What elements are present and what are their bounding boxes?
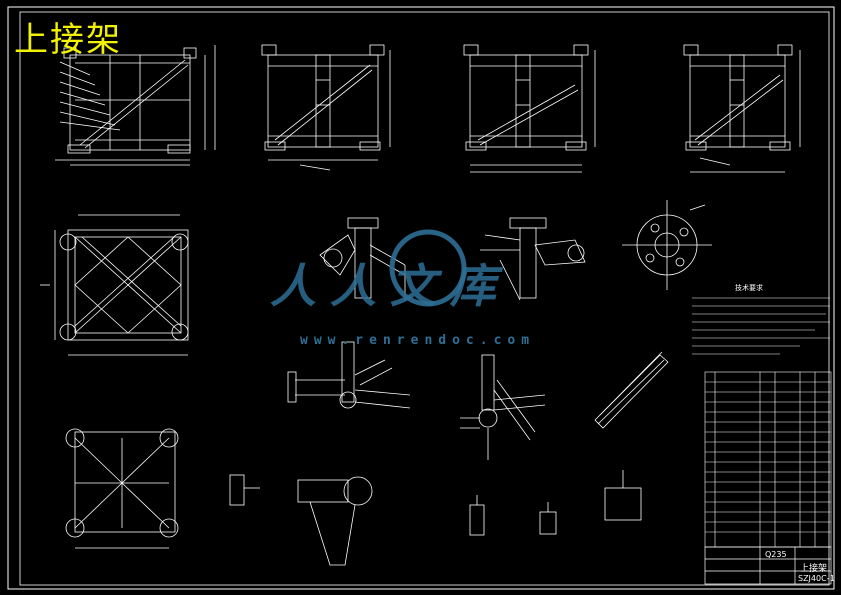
technical-notes xyxy=(692,297,830,355)
title-block-drawing-no: SZJ40C-1 xyxy=(798,574,835,583)
watermark-brand: 人人文库 xyxy=(270,259,510,313)
base-plan-view xyxy=(65,428,179,549)
drawing-title: 上接架 xyxy=(14,20,122,60)
front-elevation-view xyxy=(55,45,216,166)
parts-list xyxy=(704,371,832,548)
lug-detail-view-2 xyxy=(480,217,586,301)
flange-plate-view xyxy=(622,200,712,290)
title-block xyxy=(704,546,832,585)
inner-frame xyxy=(19,11,830,586)
small-part-views xyxy=(229,470,642,566)
end-elevation-view xyxy=(683,44,801,173)
angle-member-view xyxy=(594,351,669,429)
watermark-url: www.renrendoc.com xyxy=(300,333,536,348)
outer-frame xyxy=(7,6,835,590)
plan-view xyxy=(40,214,189,356)
side-elevation-view xyxy=(261,44,391,171)
title-block-material: Q235 xyxy=(765,550,787,559)
rear-elevation-view xyxy=(463,44,596,173)
node-detail-view-2 xyxy=(460,354,546,460)
title-block-part-name: 上接架 xyxy=(800,564,828,574)
notes-title: 技术要求 xyxy=(735,284,763,292)
node-detail-view xyxy=(287,341,411,409)
